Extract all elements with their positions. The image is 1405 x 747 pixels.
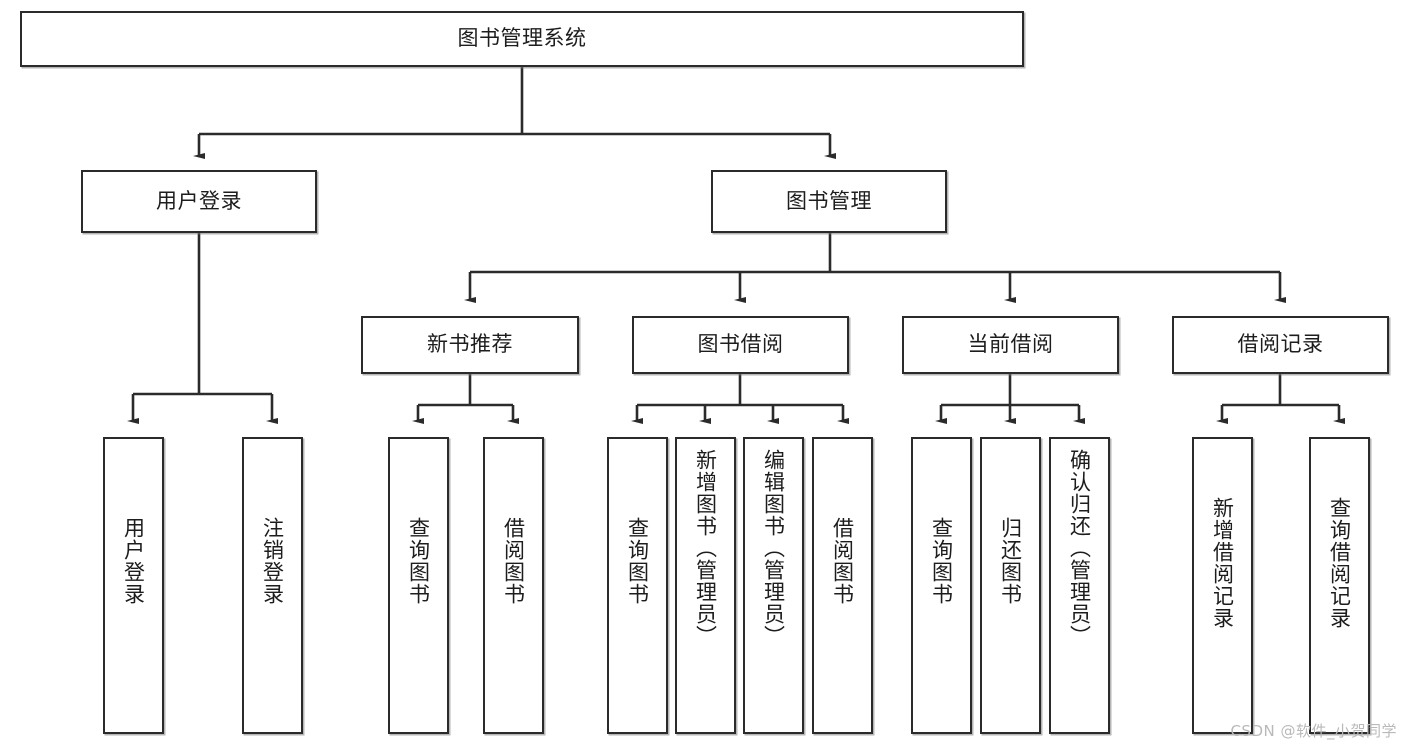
node-label: 注销登录 (260, 517, 285, 605)
csdn-watermark: CSDN @软件_小贺同学 (1230, 722, 1397, 740)
node-book-management[interactable]: 图书管理 (711, 170, 947, 233)
node-label: 当前借阅 (967, 332, 1054, 357)
node-new-book-recommend[interactable]: 新书推荐 (361, 316, 579, 374)
leaf-query-borrow-record[interactable]: 查询借阅记录 (1309, 437, 1370, 734)
node-label: 确认归还（管理员） (1067, 449, 1092, 647)
node-label: 查询图书 (929, 517, 954, 605)
leaf-borrow-book-recommend[interactable]: 借阅图书 (483, 437, 544, 734)
node-label: 查询图书 (625, 517, 650, 605)
leaf-borrow-book[interactable]: 借阅图书 (812, 437, 873, 734)
node-label: 归还图书 (998, 517, 1023, 605)
leaf-confirm-return[interactable]: 确认归还（管理员） (1049, 437, 1110, 734)
leaf-return-book[interactable]: 归还图书 (980, 437, 1041, 734)
leaf-query-book-borrow[interactable]: 查询图书 (607, 437, 668, 734)
node-borrow-record[interactable]: 借阅记录 (1172, 316, 1389, 374)
node-current-borrow[interactable]: 当前借阅 (902, 316, 1119, 374)
node-user-login[interactable]: 用户登录 (81, 170, 317, 233)
node-label: 借阅图书 (830, 517, 855, 605)
leaf-logout-login[interactable]: 注销登录 (242, 437, 303, 734)
leaf-edit-book[interactable]: 编辑图书（管理员） (743, 437, 804, 734)
node-label: 图书借阅 (697, 332, 784, 357)
node-label: 新增图书（管理员） (693, 449, 718, 647)
leaf-user-login[interactable]: 用户登录 (103, 437, 164, 734)
node-label: 新增借阅记录 (1210, 497, 1235, 629)
node-label: 用户登录 (156, 188, 242, 213)
node-label: 用户登录 (121, 517, 146, 605)
leaf-add-book[interactable]: 新增图书（管理员） (675, 437, 736, 734)
leaf-query-book-recommend[interactable]: 查询图书 (388, 437, 449, 734)
node-book-borrow[interactable]: 图书借阅 (632, 316, 849, 374)
node-label: 编辑图书（管理员） (761, 449, 786, 647)
node-label: 查询图书 (406, 517, 431, 605)
node-label: 借阅记录 (1237, 332, 1324, 357)
node-root-book-management-system[interactable]: 图书管理系统 (20, 11, 1024, 67)
leaf-query-book-current[interactable]: 查询图书 (911, 437, 972, 734)
leaf-add-borrow-record[interactable]: 新增借阅记录 (1192, 437, 1253, 734)
node-label: 新书推荐 (427, 332, 513, 357)
node-label: 查询借阅记录 (1327, 497, 1352, 629)
node-label: 借阅图书 (501, 517, 526, 605)
node-label: 图书管理系统 (457, 26, 587, 51)
node-label: 图书管理 (786, 188, 872, 213)
